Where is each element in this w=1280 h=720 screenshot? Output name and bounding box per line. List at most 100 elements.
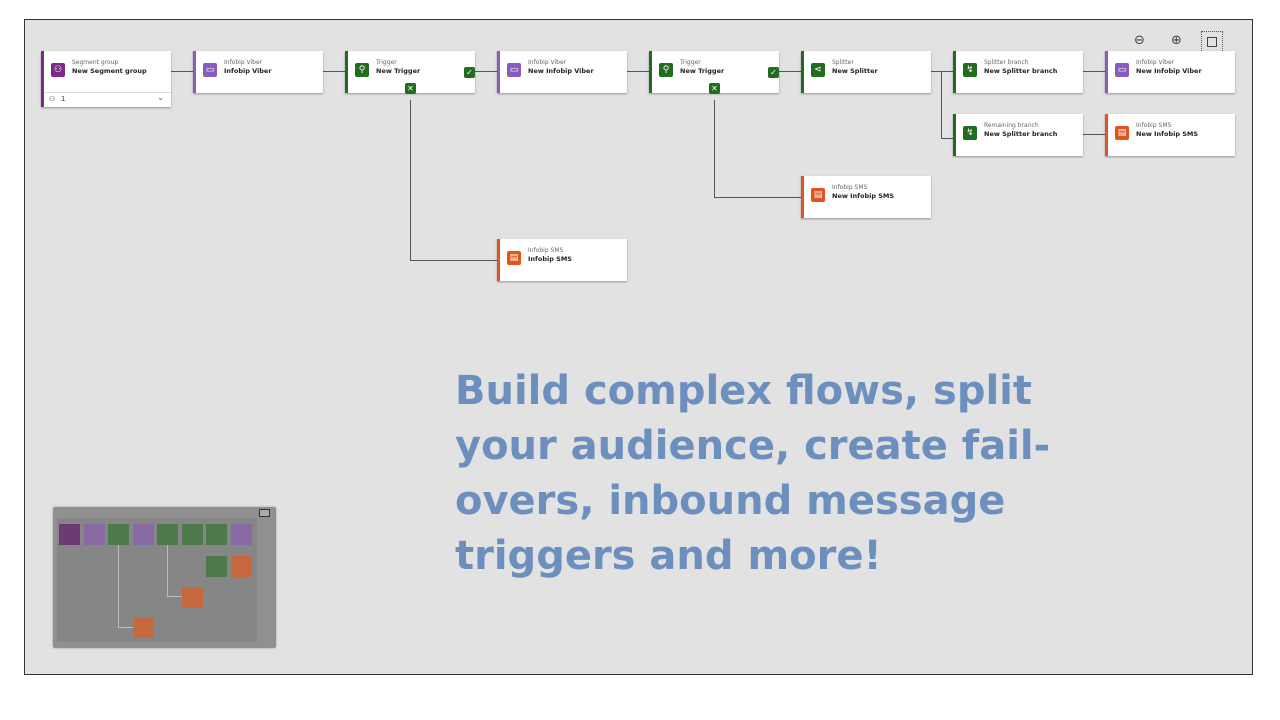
connector-line xyxy=(627,71,649,72)
segment-group-icon: ⚇ xyxy=(51,63,65,77)
minimap-line xyxy=(118,545,119,628)
sms-icon: ▤ xyxy=(1115,126,1129,140)
tile-accent xyxy=(497,51,500,93)
viber-icon: ▭ xyxy=(1115,63,1129,77)
tile-type-label: Trigger xyxy=(376,59,397,66)
tile-type-label: Splitter xyxy=(832,59,854,66)
trigger-icon: ⚲ xyxy=(659,63,673,77)
fit-to-screen-icon xyxy=(1207,37,1217,47)
sms-icon: ▤ xyxy=(811,188,825,202)
sms-tile[interactable]: ▤ Infobip SMS Infobip SMS xyxy=(497,239,627,281)
tile-accent xyxy=(953,51,956,93)
tile-type-label: Infobip SMS xyxy=(528,247,564,254)
connector-line xyxy=(714,100,715,198)
failure-x-icon[interactable]: ✕ xyxy=(709,83,720,94)
zoom-out-icon[interactable]: ⊖ xyxy=(1134,33,1145,48)
viber-tile[interactable]: ▭ Infobip Viber Infobip Viber xyxy=(193,51,323,93)
splitter-branch-tile[interactable]: ↯ Splitter branch New Splitter branch xyxy=(953,51,1083,93)
connector-line xyxy=(1083,71,1105,72)
tile-type-label: Trigger xyxy=(680,59,701,66)
connector-line xyxy=(941,71,942,139)
minimap-node xyxy=(206,524,227,545)
minimap-node xyxy=(231,556,252,577)
tile-type-label: Infobip SMS xyxy=(1136,122,1172,129)
minimap-node xyxy=(157,524,178,545)
connector-line xyxy=(777,71,801,72)
minimap-node xyxy=(84,524,105,545)
tile-type-label: Infobip Viber xyxy=(1136,59,1175,66)
minimap-toggle-icon[interactable] xyxy=(259,509,270,517)
connector-line xyxy=(1083,134,1105,135)
minimap-node xyxy=(133,617,154,638)
zoom-in-icon[interactable]: ⊕ xyxy=(1171,33,1182,48)
tile-type-label: Infobip Viber xyxy=(528,59,567,66)
tile-accent xyxy=(193,51,196,93)
tile-accent xyxy=(953,114,956,156)
tile-name-label: New Splitter branch xyxy=(984,67,1058,75)
minimap-node xyxy=(182,524,203,545)
viber-icon: ▭ xyxy=(203,63,217,77)
tile-name-label: New Infobip Viber xyxy=(1136,67,1202,75)
minimap[interactable] xyxy=(53,507,276,648)
sms-tile[interactable]: ▤ Infobip SMS New Infobip SMS xyxy=(801,176,931,218)
fit-to-screen-button[interactable] xyxy=(1201,31,1223,53)
connector-line xyxy=(931,71,953,72)
people-icon: ⚇ xyxy=(49,95,56,103)
tile-name-label: New Splitter branch xyxy=(984,130,1058,138)
connector-line xyxy=(410,100,411,261)
remaining-branch-tile[interactable]: ↯ Remaining branch New Splitter branch xyxy=(953,114,1083,156)
success-check-icon[interactable]: ✓ xyxy=(464,67,475,78)
trigger-tile[interactable]: ⚲ Trigger New Trigger ✓ ✕ xyxy=(649,51,779,94)
tile-accent xyxy=(1105,51,1108,93)
tile-accent xyxy=(801,176,804,218)
minimap-node xyxy=(59,524,80,545)
tile-name-label: New Trigger xyxy=(376,67,421,75)
viber-icon: ▭ xyxy=(507,63,521,77)
tile-name-label: New Splitter xyxy=(832,67,878,75)
viber-tile[interactable]: ▭ Infobip Viber New Infobip Viber xyxy=(497,51,627,93)
segment-count-row[interactable]: ⚇ 1 ⌄ xyxy=(44,92,171,107)
branch-icon: ↯ xyxy=(963,63,977,77)
chevron-down-icon[interactable]: ⌄ xyxy=(157,93,164,102)
viber-tile[interactable]: ▭ Infobip Viber New Infobip Viber xyxy=(1105,51,1235,93)
tile-accent xyxy=(801,51,804,93)
tile-name-label: New Segment group xyxy=(72,67,147,75)
headline-text: Build complex flows, split your audience… xyxy=(455,368,1051,579)
connector-line xyxy=(714,197,802,198)
minimap-node xyxy=(182,587,203,608)
connector-line xyxy=(171,71,193,72)
minimap-line xyxy=(167,596,182,597)
sms-tile[interactable]: ▤ Infobip SMS New Infobip SMS xyxy=(1105,114,1235,156)
minimap-node xyxy=(206,556,227,577)
minimap-line xyxy=(167,545,168,597)
tile-name-label: Infobip Viber xyxy=(224,67,272,75)
connector-line xyxy=(941,138,953,139)
tile-name-label: New Trigger xyxy=(680,67,725,75)
splitter-tile[interactable]: ⋖ Splitter New Splitter xyxy=(801,51,931,93)
trigger-icon: ⚲ xyxy=(355,63,369,77)
minimap-line xyxy=(118,627,133,628)
tile-type-label: Infobip Viber xyxy=(224,59,263,66)
connector-line xyxy=(410,260,498,261)
minimap-node xyxy=(108,524,129,545)
tile-name-label: New Infobip SMS xyxy=(1136,130,1199,138)
minimap-node xyxy=(133,524,154,545)
connector-line xyxy=(473,71,497,72)
splitter-icon: ⋖ xyxy=(811,63,825,77)
tile-type-label: Remaining branch xyxy=(984,122,1039,129)
tile-type-label: Segment group xyxy=(72,59,119,66)
tile-name-label: New Infobip Viber xyxy=(528,67,594,75)
segment-group-tile[interactable]: ⚇ Segment group New Segment group ⚇ 1 ⌄ xyxy=(41,51,171,107)
branch-icon: ↯ xyxy=(963,126,977,140)
success-check-icon[interactable]: ✓ xyxy=(768,67,779,78)
sms-icon: ▤ xyxy=(507,251,521,265)
tile-accent xyxy=(345,51,348,93)
connector-line xyxy=(323,71,345,72)
tile-accent xyxy=(497,239,500,281)
minimap-viewport[interactable] xyxy=(57,518,257,642)
segment-count: 1 xyxy=(61,95,66,103)
failure-x-icon[interactable]: ✕ xyxy=(405,83,416,94)
tile-type-label: Infobip SMS xyxy=(832,184,868,191)
trigger-tile[interactable]: ⚲ Trigger New Trigger ✓ ✕ xyxy=(345,51,475,94)
minimap-node xyxy=(231,524,252,545)
